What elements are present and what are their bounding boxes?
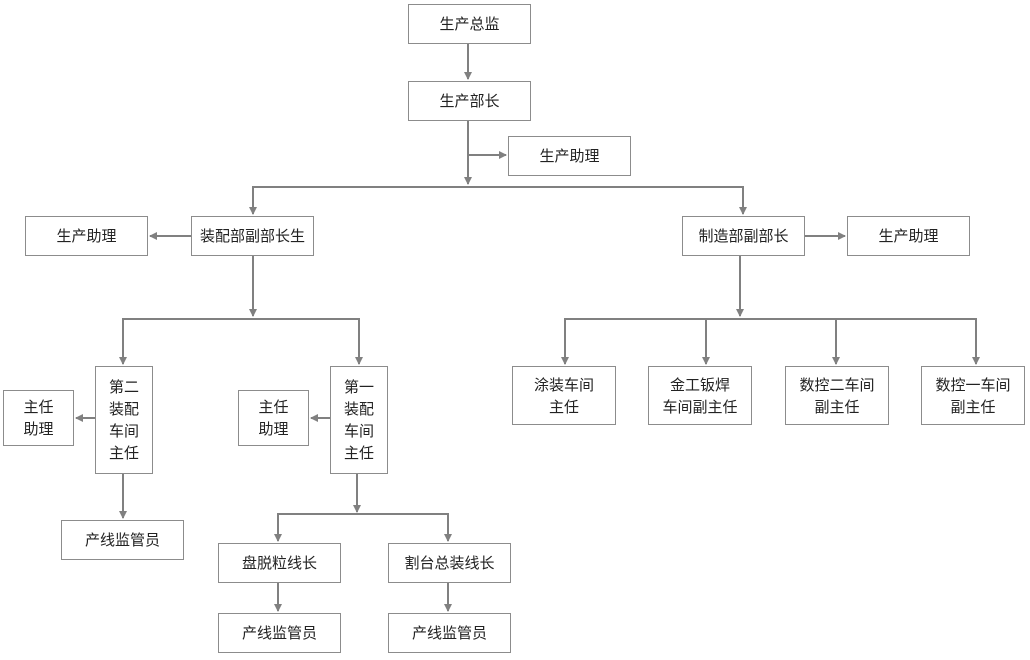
node-line-leader-a: 盘脱粒线长	[218, 543, 341, 583]
node-assembly-workshop-2: 第二 装配 车间 主任	[95, 366, 153, 474]
node-label: 第一 装配 车间 主任	[343, 378, 374, 462]
node-workshop-2-assistant: 主任 助理	[3, 390, 74, 446]
node-label: 装配部副部长生	[199, 227, 305, 245]
node-painting-workshop: 涂装车间 主任	[512, 366, 616, 425]
connector-branch-lines	[277, 513, 452, 542]
node-manufacturing-assistant: 生产助理	[847, 216, 970, 256]
node-label: 生产助理	[539, 147, 600, 165]
node-production-director: 生产总监	[408, 4, 531, 44]
node-production-minister: 生产部长	[408, 81, 531, 121]
node-cnc-workshop-2: 数控二车间 副主任	[785, 366, 889, 425]
node-line-leader-b: 割台总装线长	[388, 543, 511, 583]
node-label: 生产助理	[878, 227, 939, 245]
node-label: 产线监管员	[241, 624, 317, 642]
node-manufacturing-vice-minister: 制造部副部长	[682, 216, 805, 256]
node-label: 涂装车间 主任	[533, 375, 594, 416]
connector-branch-vice	[252, 186, 747, 215]
node-line-supervisor-2: 产线监管员	[218, 613, 341, 653]
node-label: 盘脱粒线长	[241, 554, 317, 572]
node-production-assistant: 生产助理	[508, 136, 631, 176]
node-label: 生产助理	[56, 227, 117, 245]
connector-branch-mfg	[564, 318, 980, 365]
node-label: 主任 助理	[258, 398, 289, 438]
node-label: 金工钣焊 车间副主任	[662, 375, 738, 416]
node-line-supervisor-3: 产线监管员	[388, 613, 511, 653]
node-workshop-1-assistant: 主任 助理	[238, 390, 309, 446]
node-label: 制造部副部长	[698, 227, 789, 245]
node-label: 生产部长	[439, 92, 500, 110]
node-label: 数控一车间 副主任	[935, 375, 1011, 416]
node-label: 数控二车间 副主任	[799, 375, 875, 416]
node-label: 生产总监	[439, 15, 500, 33]
node-label: 第二 装配 车间 主任	[108, 378, 139, 462]
node-label: 产线监管员	[84, 531, 160, 549]
node-assembly-assistant: 生产助理	[25, 216, 148, 256]
node-sheet-metal-welding-workshop: 金工钣焊 车间副主任	[648, 366, 752, 425]
node-assembly-workshop-1: 第一 装配 车间 主任	[330, 366, 388, 474]
node-line-supervisor-1: 产线监管员	[61, 520, 184, 560]
node-label: 割台总装线长	[404, 554, 495, 572]
connector-branch-workshops	[122, 318, 363, 365]
node-cnc-workshop-1: 数控一车间 副主任	[921, 366, 1025, 425]
node-assembly-vice-minister: 装配部副部长生	[191, 216, 314, 256]
node-label: 产线监管员	[411, 624, 487, 642]
node-label: 主任 助理	[23, 398, 54, 438]
